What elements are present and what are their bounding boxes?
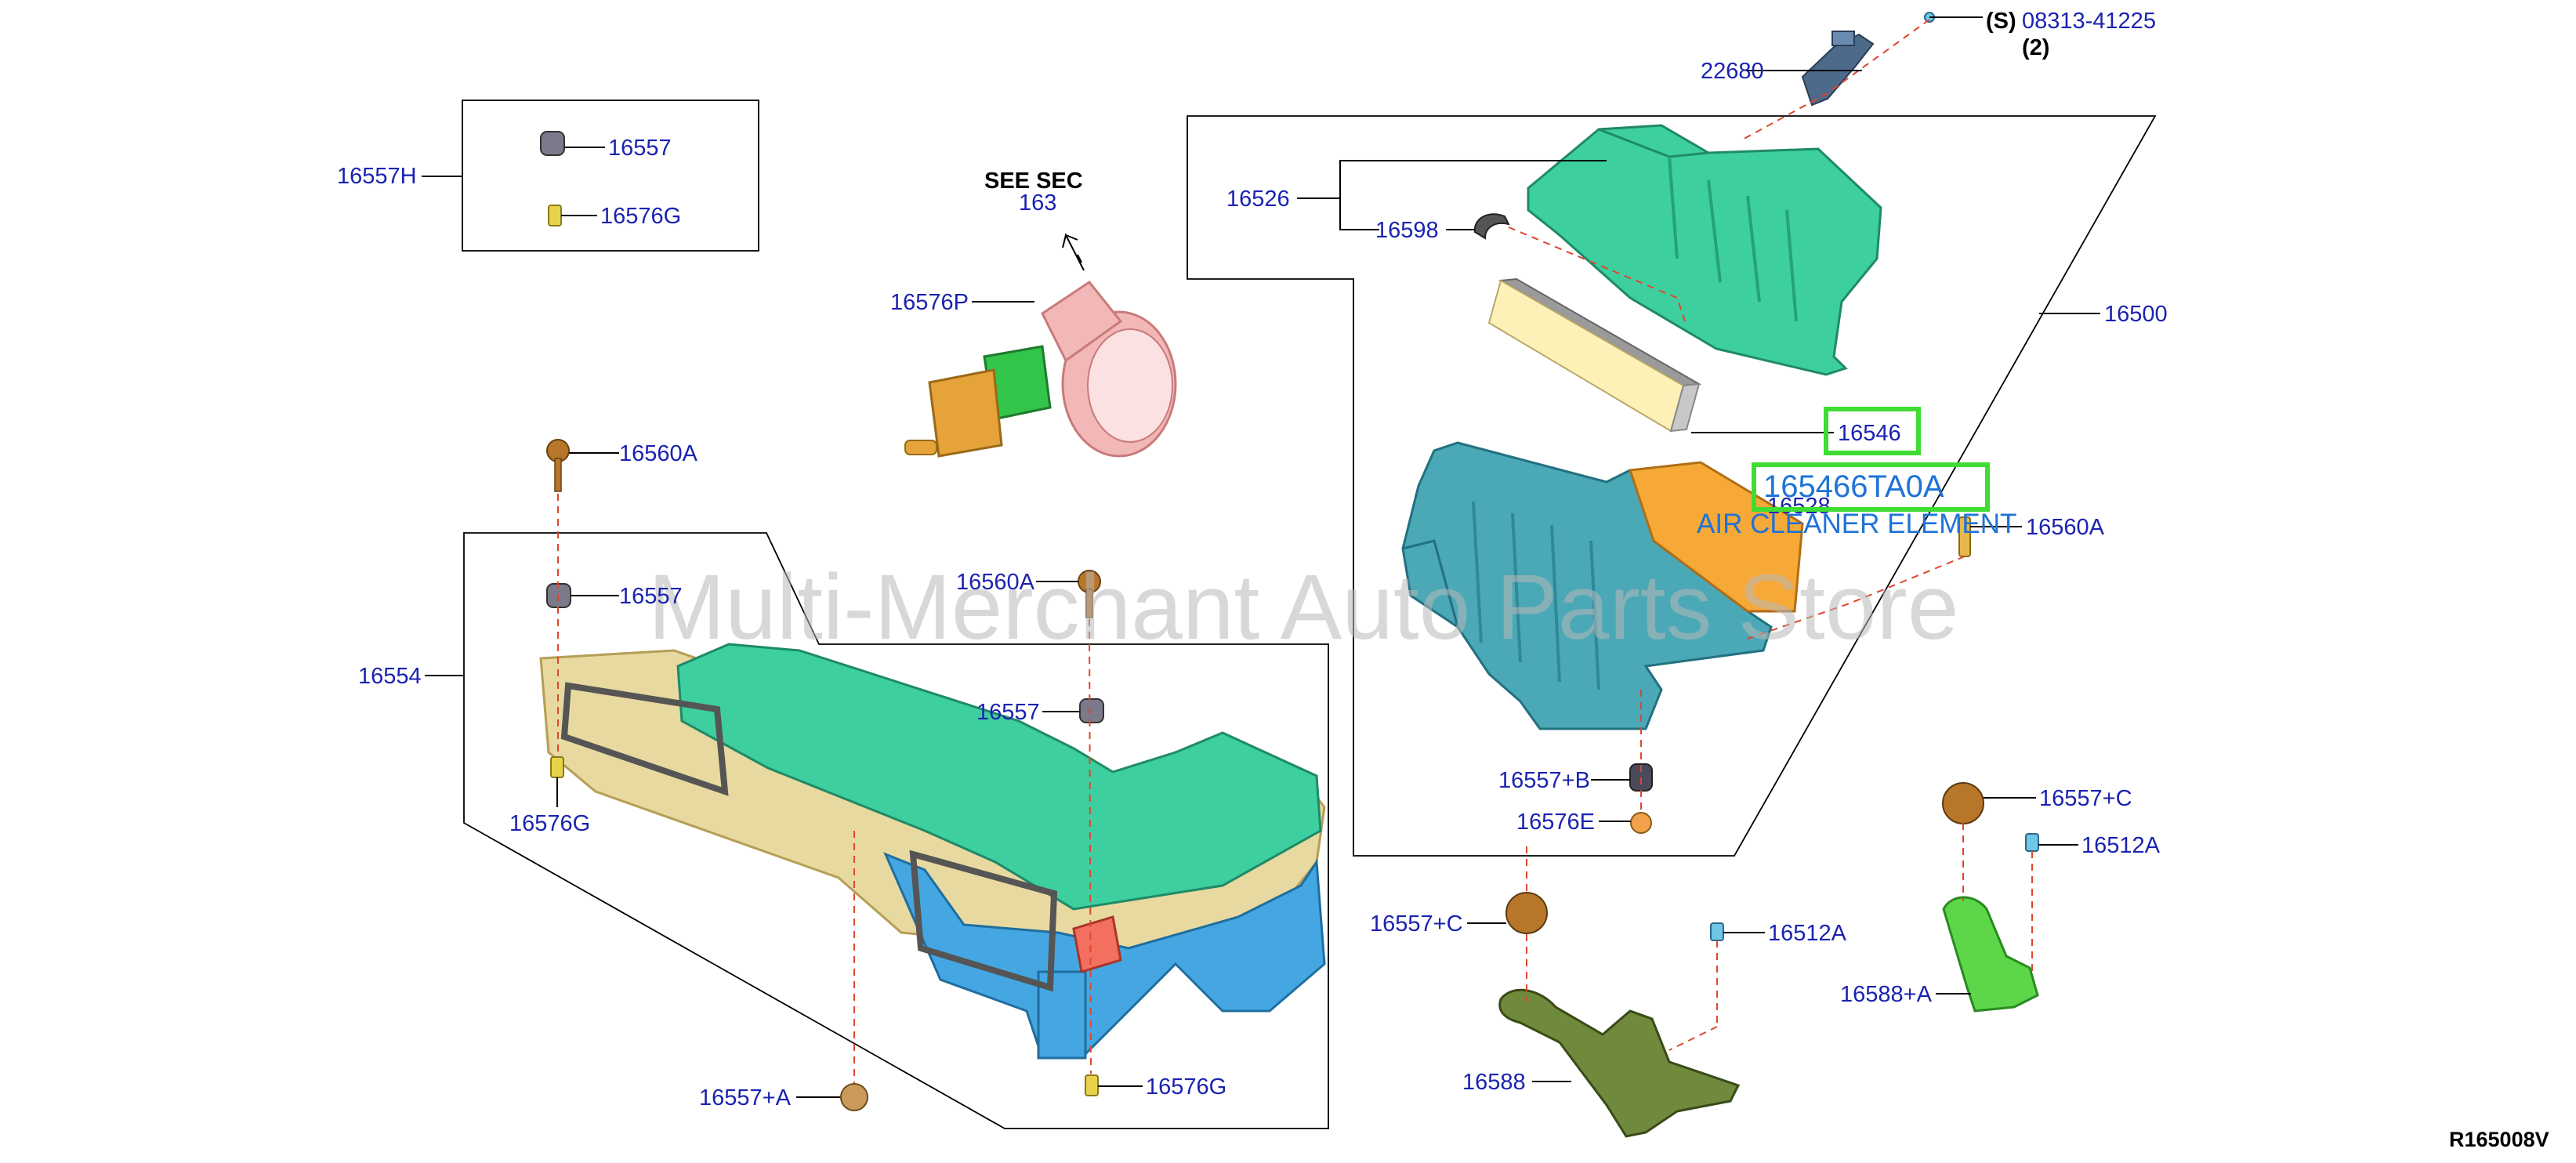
diagram-id: R165008V	[2449, 1128, 2549, 1151]
highlight-part-number[interactable]: 165466TA0A	[1763, 469, 1944, 504]
clip-16576E[interactable]	[1630, 812, 1652, 834]
leader-lines	[422, 16, 2100, 1098]
highlight-box-part-number	[1752, 462, 1990, 512]
hose-16576P[interactable]	[904, 280, 1177, 458]
clip-16576G-box[interactable]	[548, 205, 562, 226]
bracket-16588[interactable]	[1498, 988, 1741, 1138]
frame-16500-assembly	[1187, 115, 2157, 857]
label-16576G-bottom[interactable]: 16576G	[1146, 1074, 1226, 1100]
highlight-box-16546	[1824, 407, 1921, 455]
label-16576E[interactable]: 16576E	[1516, 810, 1595, 835]
air-cleaner-case-16528[interactable]	[1401, 441, 1804, 730]
label-16576G-left[interactable]: 16576G	[509, 811, 590, 836]
grommet-16557-box[interactable]	[540, 131, 565, 156]
label-16554[interactable]: 16554	[358, 664, 422, 689]
assembly-lines	[557, 19, 2033, 1083]
highlight-description: AIR CLEANER ELEMENT	[1697, 509, 2016, 539]
air-filter-element-16546[interactable]	[1487, 277, 1702, 433]
label-22680[interactable]: 22680	[1701, 59, 1764, 84]
label-16588[interactable]: 16588	[1462, 1070, 1526, 1095]
label-16560A-right[interactable]: 16560A	[2026, 515, 2105, 540]
label-16557C-left[interactable]: 16557+C	[1370, 911, 1463, 937]
clip-16576G-left[interactable]	[550, 756, 564, 778]
air-duct-16554[interactable]	[539, 643, 1326, 1060]
part-labels: 22680 (S) 08313-41225 (2) 16557H 16557 1…	[337, 9, 2549, 1151]
label-16557B[interactable]: 16557+B	[1498, 768, 1590, 793]
nut-16557C-right[interactable]	[1942, 782, 1984, 824]
label-s-prefix: (S)	[1986, 9, 2016, 34]
nut-16557C-left[interactable]	[1505, 892, 1548, 934]
grommet-16557-mid[interactable]	[1079, 698, 1104, 723]
label-16557H[interactable]: 16557H	[337, 164, 417, 189]
bracket-16588A[interactable]	[1942, 896, 2039, 1013]
label-16598[interactable]: 16598	[1375, 218, 1439, 243]
label-16528[interactable]: 16528	[1767, 494, 1831, 519]
maf-sensor-22680[interactable]	[1801, 12, 1935, 107]
label-16526[interactable]: 16526	[1226, 187, 1290, 212]
label-16512A-right[interactable]: 16512A	[2081, 833, 2161, 858]
label-16546[interactable]: 16546	[1838, 421, 1901, 446]
frame-16554-assembly	[463, 532, 1329, 1129]
bolt-16512A-right[interactable]	[2025, 833, 2039, 852]
label-16588A[interactable]: 16588+A	[1840, 982, 1933, 1007]
label-16560A-left[interactable]: 16560A	[619, 441, 698, 466]
air-cleaner-cover-16526[interactable]	[1527, 124, 1882, 376]
label-08313-41225[interactable]: 08313-41225	[2022, 9, 2156, 34]
label-16557C-right[interactable]: 16557+C	[2039, 786, 2132, 811]
clip-16598[interactable]	[1473, 213, 1510, 240]
clip-16576G-bottom[interactable]	[1085, 1074, 1099, 1096]
label-16512A-left[interactable]: 16512A	[1768, 921, 1847, 946]
highlight-overlay: 165466TA0A AIR CLEANER ELEMENT	[1697, 407, 2016, 539]
label-16576P[interactable]: 16576P	[890, 290, 969, 315]
watermark: Multi-Merchant Auto Parts Store	[648, 556, 1958, 659]
label-16557-mid[interactable]: 16557	[976, 700, 1040, 725]
label-quantity: (2)	[2022, 35, 2049, 60]
label-sec-163[interactable]: 163	[1019, 190, 1056, 216]
label-16560A-mid[interactable]: 16560A	[956, 570, 1035, 595]
label-16500[interactable]: 16500	[2104, 302, 2168, 327]
label-see-sec: SEE SEC	[984, 168, 1083, 194]
bolt-16512A-left[interactable]	[1710, 922, 1724, 941]
bolt-16560A-left[interactable]	[546, 439, 570, 492]
nut-16557A[interactable]	[840, 1083, 868, 1111]
label-16557-left[interactable]: 16557	[619, 584, 683, 609]
label-16557-box[interactable]: 16557	[608, 136, 672, 161]
label-16557A[interactable]: 16557+A	[699, 1085, 792, 1110]
label-16576G-box[interactable]: 16576G	[600, 204, 681, 229]
